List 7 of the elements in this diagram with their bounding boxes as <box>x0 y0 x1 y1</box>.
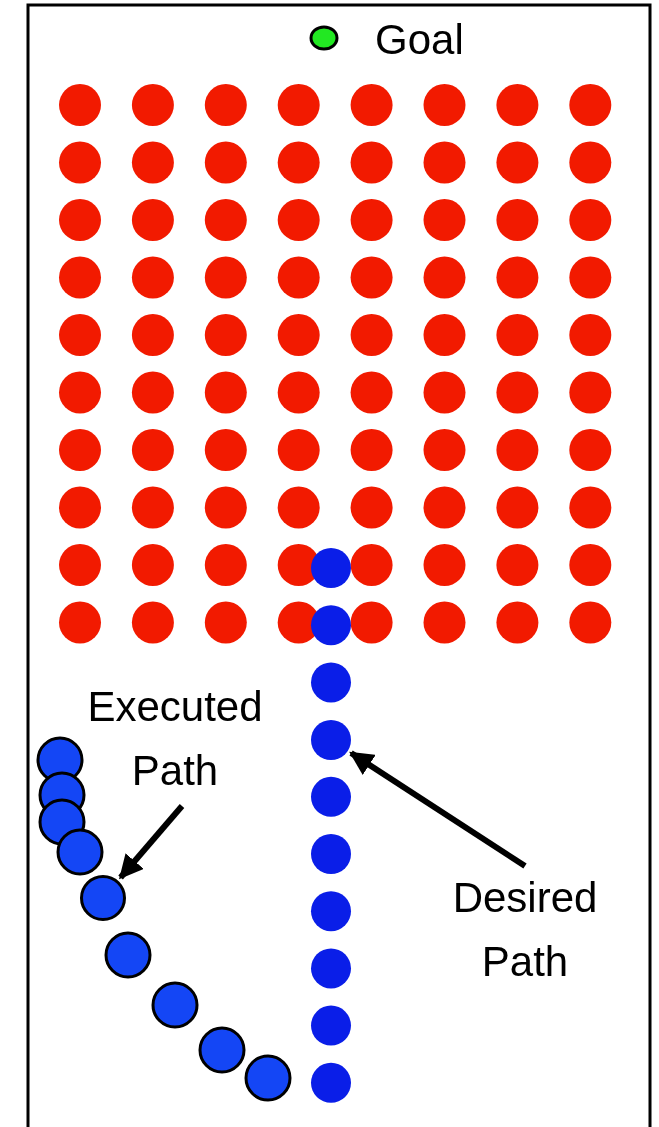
arrow <box>118 804 185 880</box>
path-label: Executed Path <box>55 675 295 803</box>
path-dot <box>311 720 351 760</box>
path-label: Desired Path <box>415 866 635 994</box>
path-dot <box>80 875 126 921</box>
goal-label: Goal <box>375 15 464 65</box>
arrow <box>349 750 527 869</box>
